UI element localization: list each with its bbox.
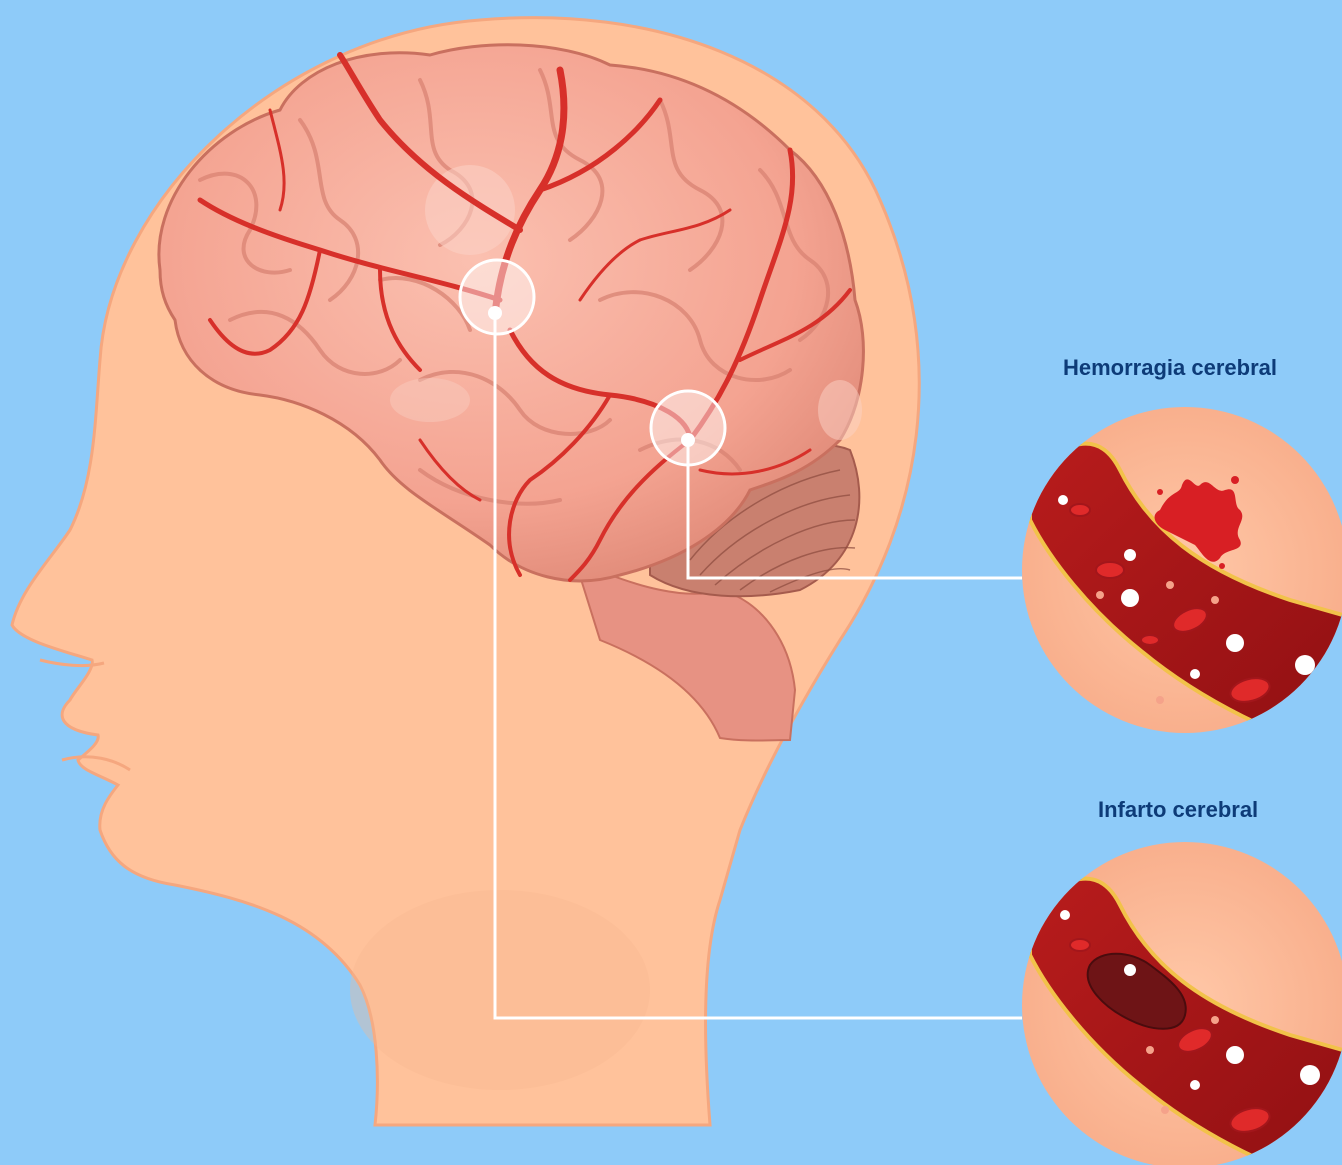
infarct-label: Infarto cerebral (1098, 797, 1258, 823)
hemorrhage-label: Hemorragia cerebral (1063, 355, 1277, 381)
infarct-detail-circle (1022, 842, 1342, 1165)
hemorrhage-detail-circle (1022, 407, 1342, 760)
infarct-marker (460, 260, 534, 334)
